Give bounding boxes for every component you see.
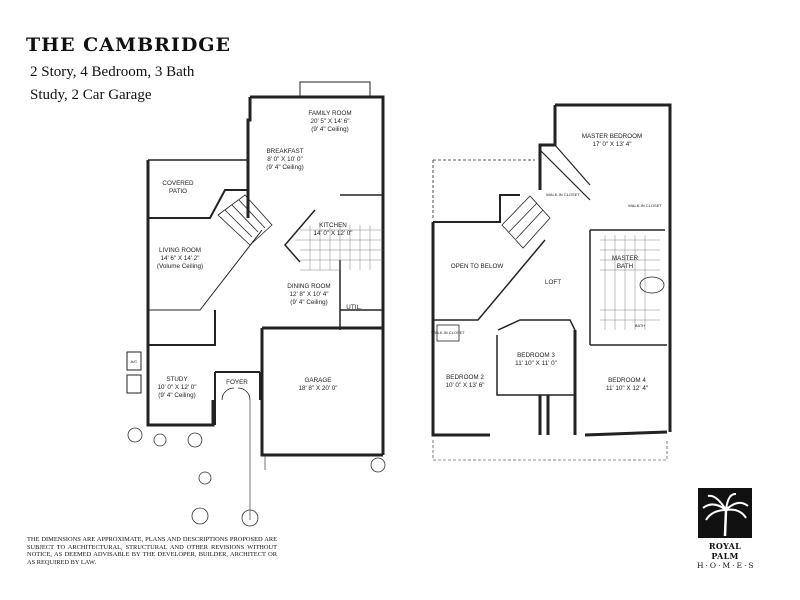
kitchen-label: KITCHEN [319,222,347,229]
master-walk-in-closet-label: WALK-IN CLOSET [628,203,662,208]
palm-tree-icon [698,488,752,538]
dining-room-size: 12' 8" X 10' 4" [289,291,328,298]
plan-title: THE CAMBRIDGE [26,34,232,56]
covered-patio-label: COVERED [162,180,194,187]
living-room-ceiling: (Volume Ceiling) [157,263,203,270]
dining-room-label: DINING ROOM [287,283,330,290]
dining-room-ceiling: (9' 4" Ceiling) [290,299,327,306]
master-bath-label-2: BATH [617,263,634,270]
kitchen-size: 14' 0" X 12' 0" [313,230,352,237]
plan-summary-line1: 2 Story, 4 Bedroom, 3 Bath [30,64,195,80]
bedroom3-label: BEDROOM 3 [517,352,555,359]
family-room-ceiling: (9' 4" Ceiling) [311,126,348,133]
master-bedroom-label: MASTER BEDROOM [582,133,643,140]
breakfast-label: BREAKFAST [266,148,303,155]
living-room-size: 14' 6" X 14' 2" [160,255,199,262]
ac-label: A/C [131,359,138,364]
walk-in-closet-label: WALK-IN CLOSET [546,192,580,197]
bedroom2-closet-label: WALK-IN CLOSET [431,330,465,335]
first-floor-plan [126,81,386,527]
plan-summary-line2: Study, 2 Car Garage [30,87,152,103]
living-room-label: LIVING ROOM [159,247,201,254]
master-bedroom-size: 17' 0" X 13' 4" [592,141,631,148]
study-ceiling: (9' 4" Ceiling) [158,392,195,399]
garage-size: 18' 8" X 20' 0" [298,385,337,392]
covered-patio-label-2: PATIO [169,188,187,195]
bedroom4-label: BEDROOM 4 [608,377,646,384]
open-to-below-label: OPEN TO BELOW [451,263,504,270]
bedroom2-label: BEDROOM 2 [446,374,484,381]
breakfast-size: 8' 0" X 10' 0" [267,156,303,163]
loft-label: LOFT [545,279,561,286]
bath-label: BATH [635,323,645,328]
disclaimer-text: The dimensions are approximate, plans an… [27,536,277,566]
logo-name: ROYAL PALM [708,541,742,561]
study-label: STUDY [166,376,188,383]
royal-palm-logo: ROYAL PALM H·O·M·E·S [697,488,756,570]
logo-homes: H·O·M·E·S [697,561,756,570]
second-floor-plan [431,103,672,461]
bedroom2-size: 10' 0" X 13' 6" [445,382,484,389]
family-room-size: 20' 5" X 14' 6" [310,118,349,125]
master-bath-label: MASTER [612,255,639,262]
family-room-label: FAMILY ROOM [308,110,351,117]
garage-label: GARAGE [305,377,332,384]
bedroom3-size: 11' 10" X 11' 0" [515,360,557,367]
study-size: 10' 0" X 12' 0" [157,384,196,391]
bedroom4-size: 11' 10" X 12' 4" [606,385,648,392]
breakfast-ceiling: (9' 4" Ceiling) [266,164,303,171]
second-floor-labels: MASTER BEDROOM 17' 0" X 13' 4" WALK-IN C… [431,133,662,392]
foyer-label: FOYER [226,379,248,386]
first-floor-labels: FAMILY ROOM 20' 5" X 14' 6" (9' 4" Ceili… [131,110,362,399]
util-label: UTIL. [346,304,362,311]
